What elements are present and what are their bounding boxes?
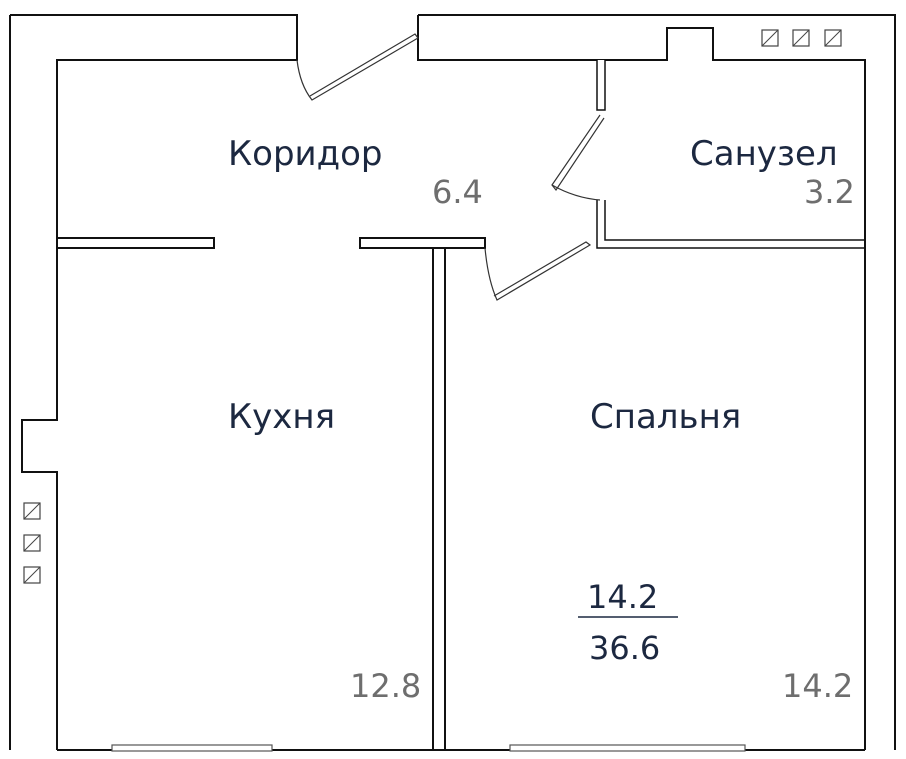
total-area: 36.6 [589, 629, 660, 667]
vent-ducts-left [23, 502, 41, 584]
bedroom-name: Спальня [590, 397, 741, 437]
corridor-area: 6.4 [432, 173, 483, 211]
outer-walls [9, 14, 896, 751]
doors [296, 33, 605, 301]
bedroom-area: 14.2 [782, 667, 853, 705]
interior-walls [56, 60, 865, 751]
kitchen-name: Кухня [228, 397, 335, 437]
bathroom-name: Санузел [690, 134, 838, 174]
corridor-name: Коридор [228, 134, 383, 174]
kitchen-area: 12.8 [350, 667, 421, 705]
windows [111, 744, 746, 752]
vent-ducts-top [761, 29, 842, 47]
living-area-total: 14.2 [587, 578, 658, 616]
bathroom-area: 3.2 [804, 173, 855, 211]
